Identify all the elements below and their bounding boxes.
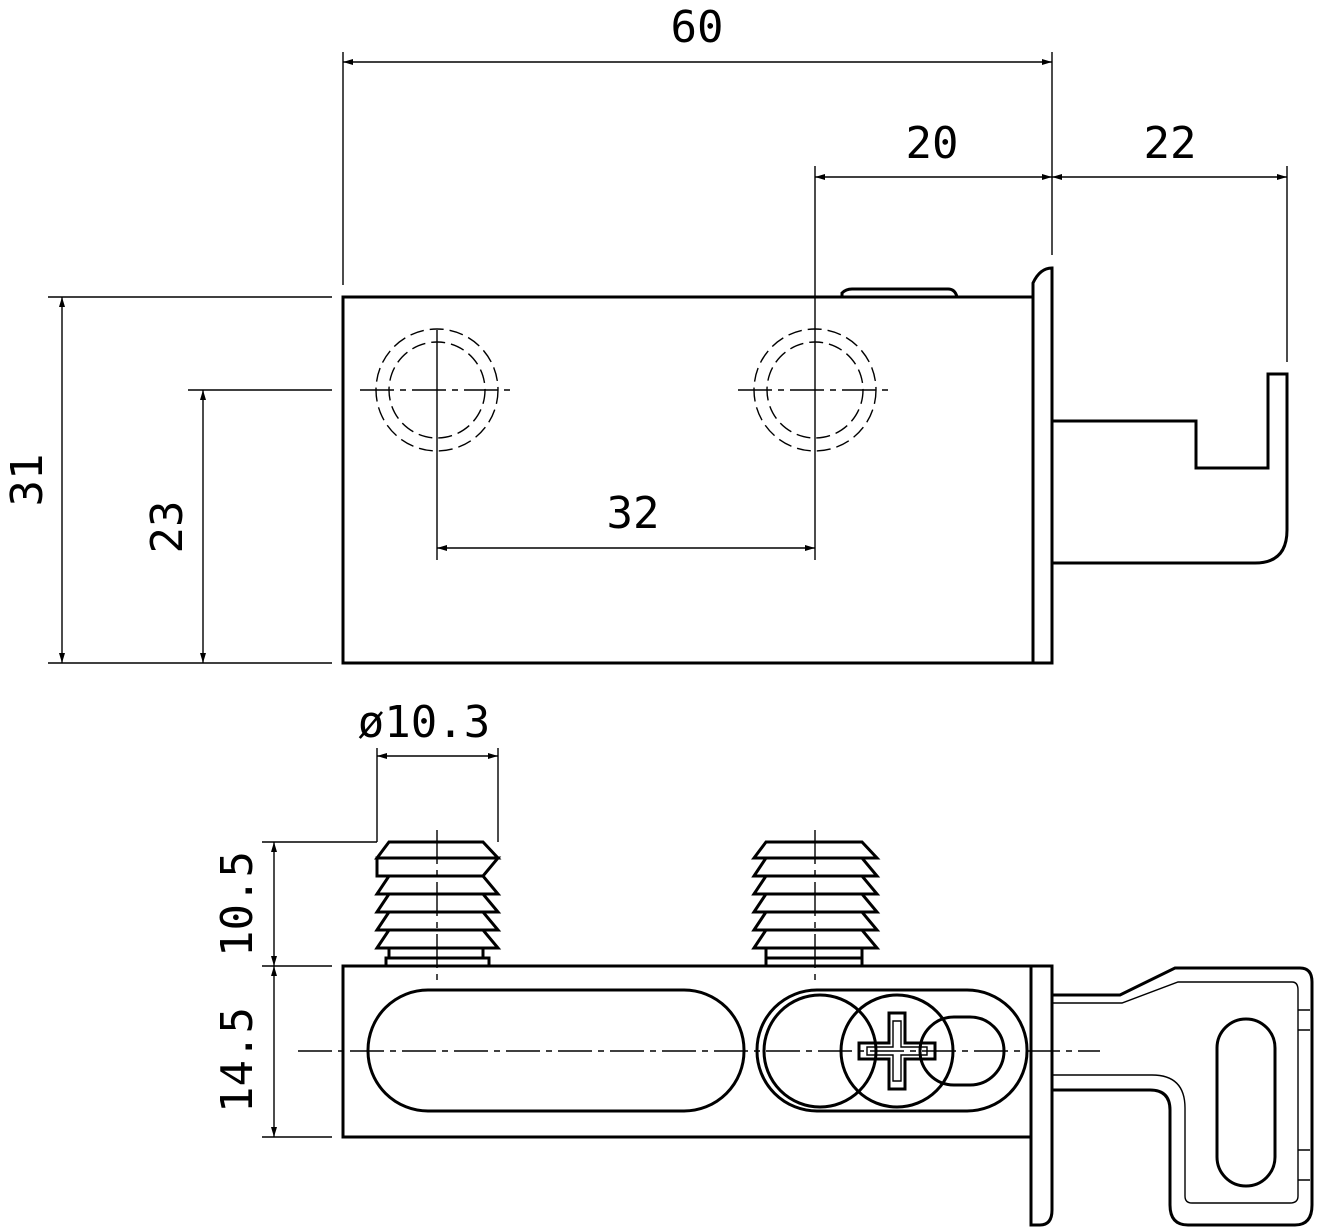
- svg-text:22: 22: [1144, 118, 1197, 169]
- dim-hole-spacing: 32: [437, 488, 815, 551]
- svg-text:60: 60: [671, 2, 724, 53]
- svg-text:20: 20: [906, 118, 959, 169]
- dim-height: 31: [2, 297, 65, 663]
- front-hook: [1050, 966, 1314, 1227]
- svg-text:ø10.3: ø10.3: [358, 697, 490, 748]
- dim-dowel-diameter: ø10.3: [358, 697, 498, 759]
- svg-text:10.5: 10.5: [212, 851, 263, 957]
- dim-overall-length: 60: [343, 2, 1052, 65]
- top-tab: [840, 287, 959, 298]
- front-view: ø10.3 10.5 14.5: [212, 697, 1314, 1227]
- svg-text:31: 31: [2, 454, 53, 507]
- svg-text:32: 32: [607, 488, 660, 539]
- hole-right: [738, 328, 890, 452]
- top-body: [341, 295, 1035, 665]
- end-plate: [1031, 266, 1054, 665]
- dim-body-thickness: 14.5: [212, 966, 277, 1137]
- dim-arm-length: 20: [815, 118, 1052, 180]
- front-end-plate: [1029, 964, 1054, 1227]
- dim-hook-length: 22: [1052, 118, 1287, 180]
- dim-dowel-length: 10.5: [212, 842, 277, 966]
- hole-left: [360, 328, 512, 452]
- dim-hole-height: 23: [142, 390, 206, 663]
- hook-arm: [1050, 372, 1289, 565]
- svg-text:14.5: 14.5: [212, 1007, 263, 1113]
- dowel-right: [751, 830, 881, 985]
- top-view: 60 20 22 31 23 32: [2, 2, 1289, 665]
- dowel-left: [374, 830, 502, 985]
- svg-text:23: 23: [142, 501, 193, 554]
